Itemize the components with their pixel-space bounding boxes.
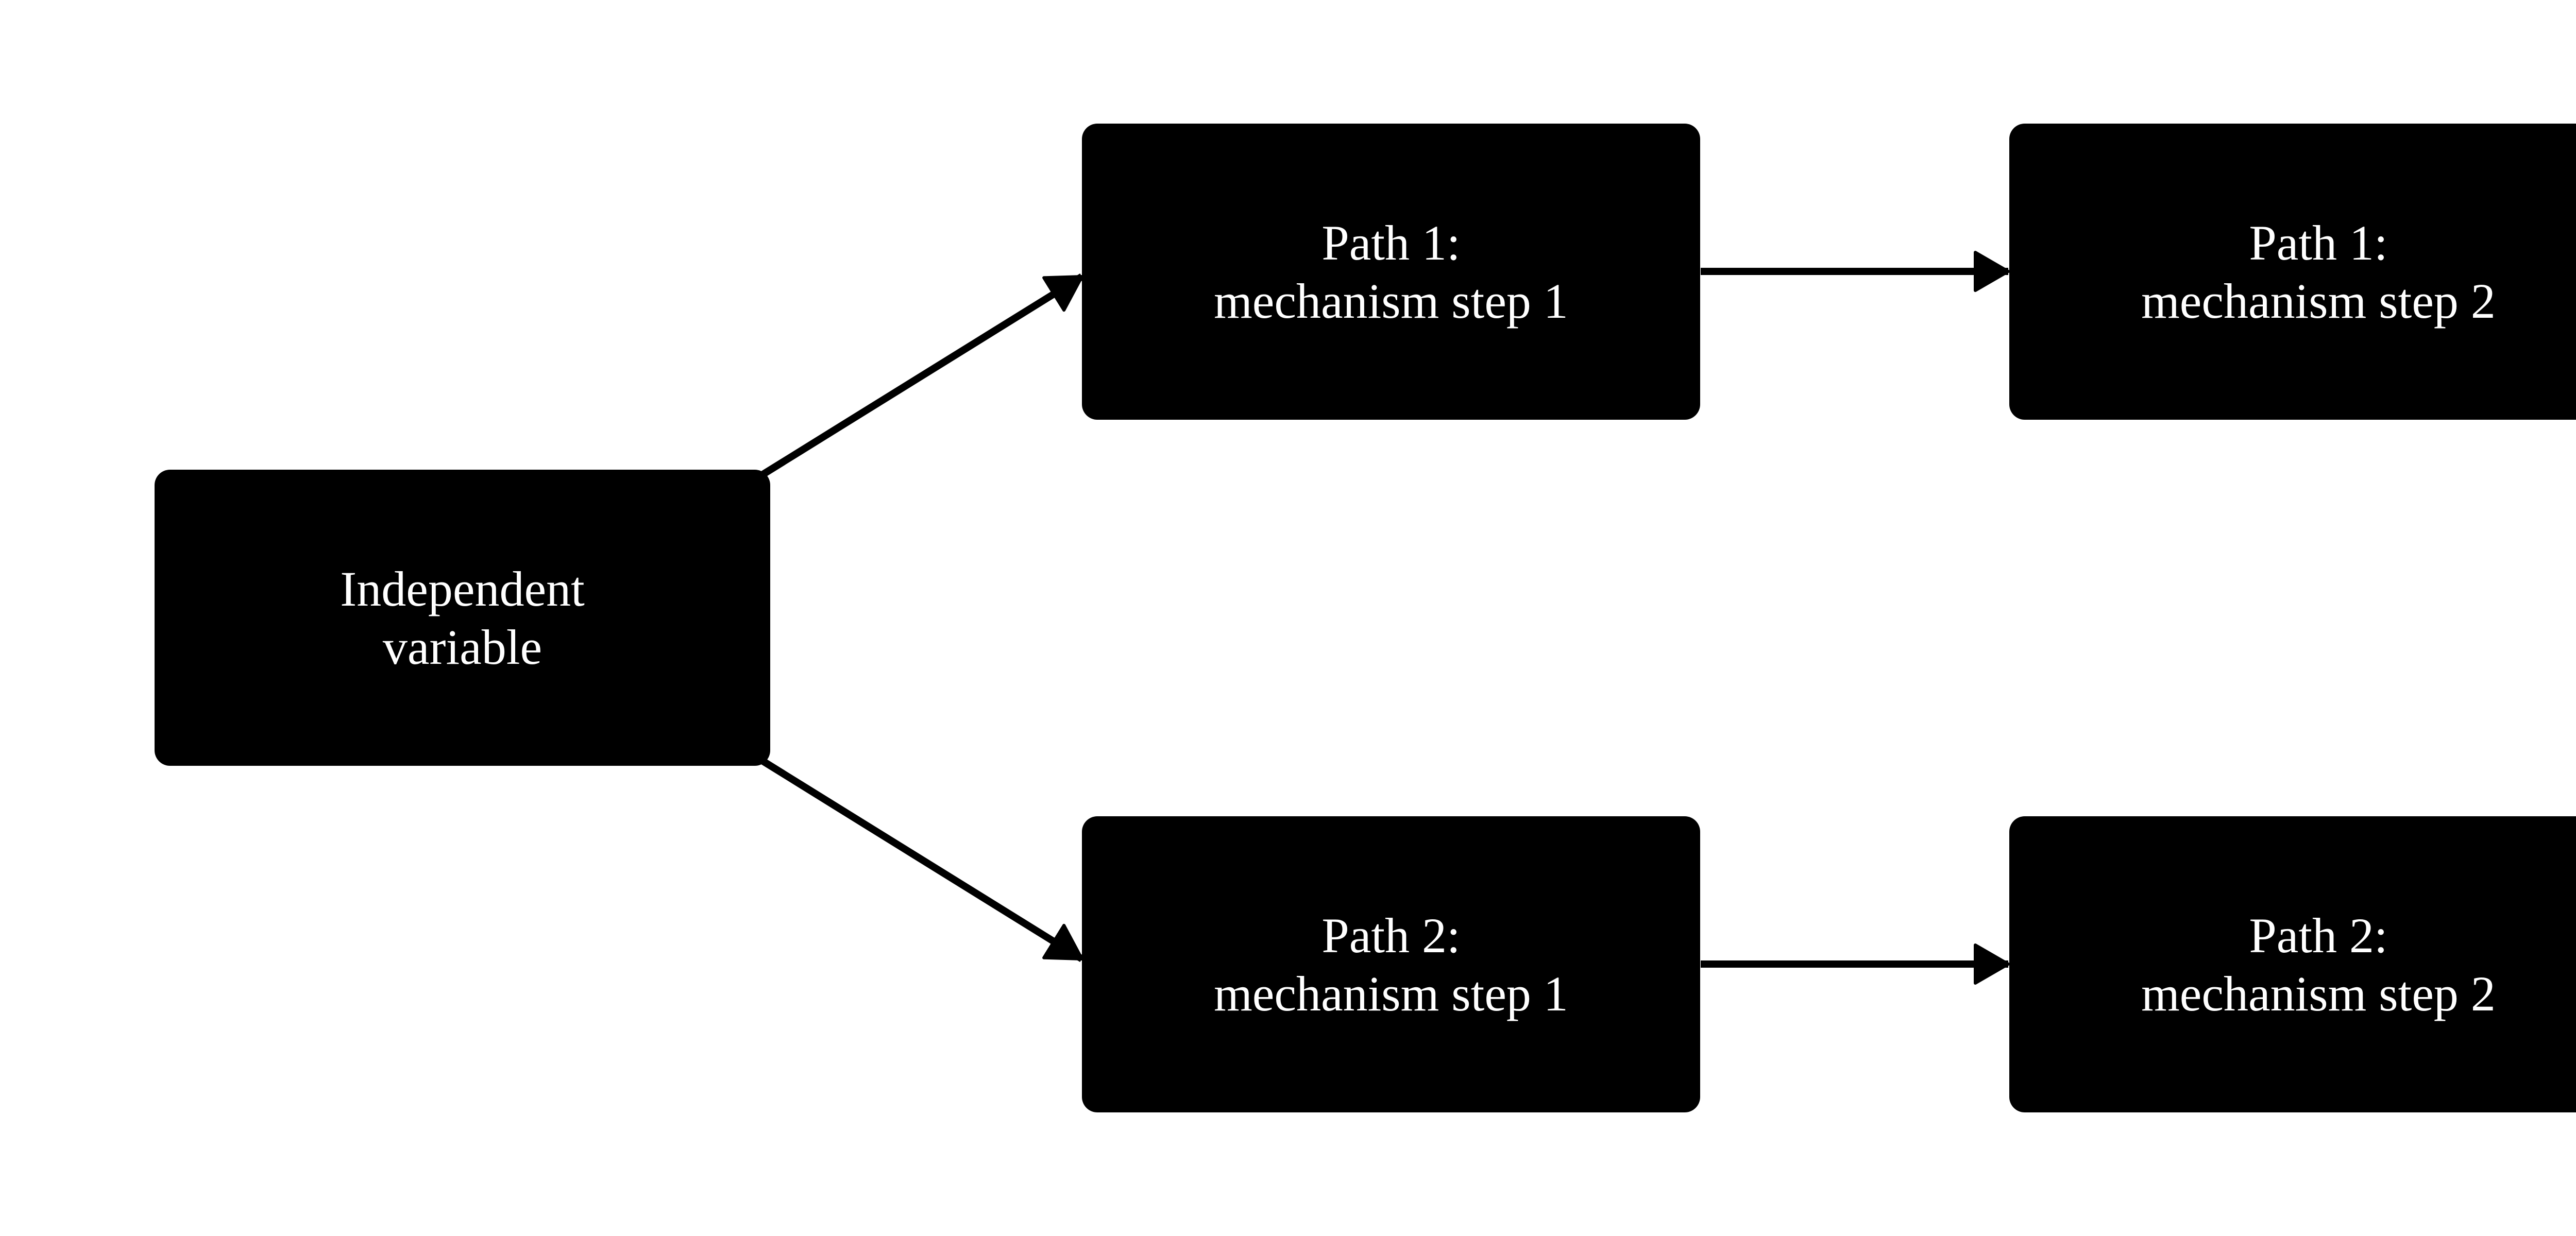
node-label-line1: Independent <box>340 561 585 616</box>
node-path2-mechanism-step2: Path 2: mechanism step 2 <box>2009 816 2576 1112</box>
node-label-line2: variable <box>382 619 543 675</box>
node-label-line2: mechanism step 2 <box>2141 273 2496 329</box>
edge-independent-to-path2-step1 <box>761 758 1084 962</box>
edge-independent-to-path1-step1 <box>761 273 1084 477</box>
node-label-line2: mechanism step 1 <box>1214 966 1568 1021</box>
node-label-line1: Path 2: <box>1321 907 1461 963</box>
node-path1-mechanism-step2: Path 1: mechanism step 2 <box>2009 124 2576 420</box>
node-label-line1: Path 1: <box>2249 215 2388 270</box>
node-path2-mechanism-step1: Path 2: mechanism step 1 <box>1082 816 1700 1112</box>
node-label-line2: mechanism step 1 <box>1214 273 1568 329</box>
node-label-line2: mechanism step 2 <box>2141 966 2496 1021</box>
node-independent-variable: Independent variable <box>155 470 770 766</box>
node-label-line1: Path 2: <box>2249 907 2388 963</box>
node-path1-mechanism-step1: Path 1: mechanism step 1 <box>1082 124 1700 420</box>
node-label-line1: Path 1: <box>1321 215 1461 270</box>
